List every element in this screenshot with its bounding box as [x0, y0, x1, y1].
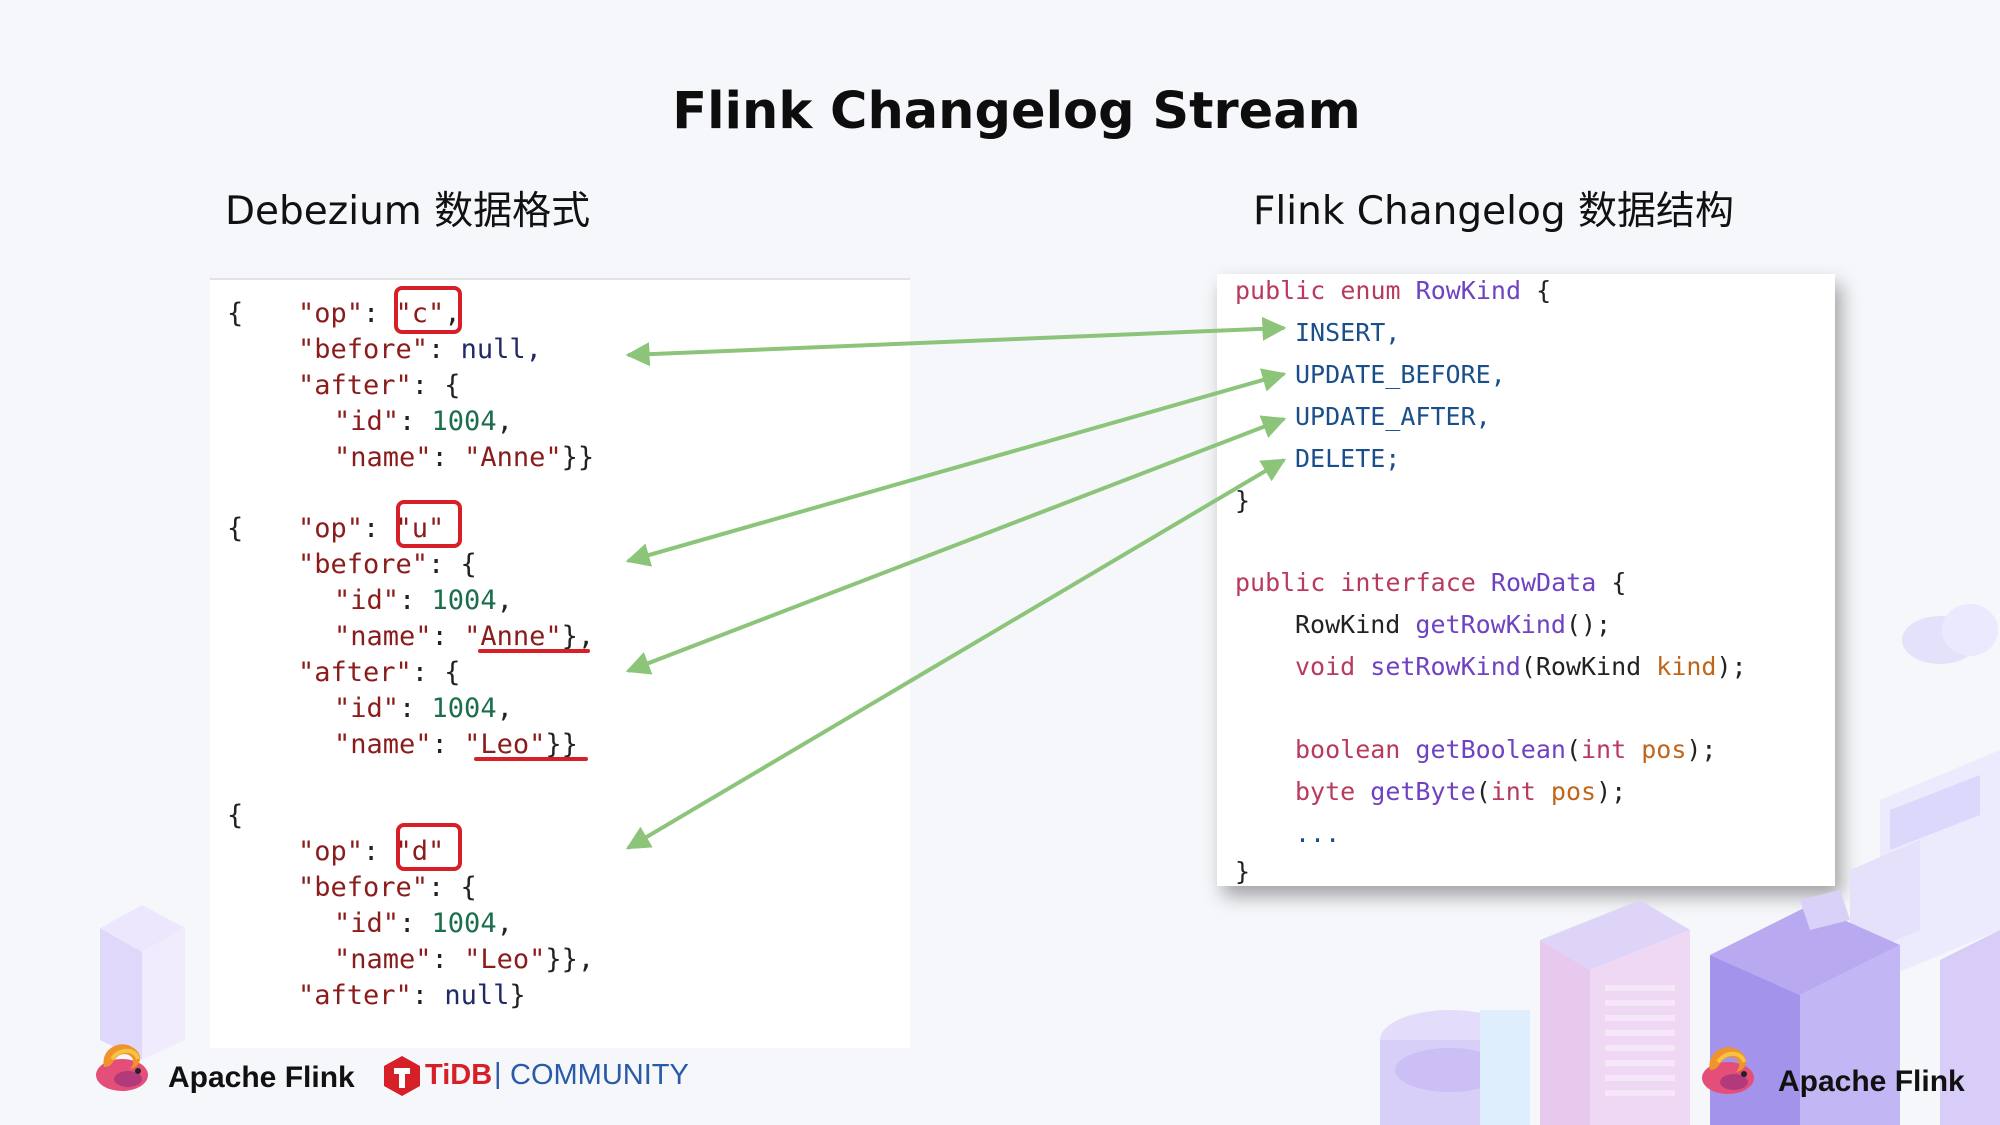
json-line-before-d: "before": {: [298, 872, 477, 903]
json-line-after-name-u: "name": "Leo"}}: [334, 729, 578, 760]
apache-flink-brand-left: Apache Flink: [168, 1061, 355, 1094]
before-name-underline: [478, 649, 590, 653]
tidb-community-label: COMMUNITY: [510, 1059, 689, 1091]
json-brace: {: [227, 513, 244, 544]
json-brace: {: [227, 298, 244, 329]
json-line-name-c: "name": "Anne"}}: [334, 442, 595, 473]
code-method-setrowkind: void setRowKind(RowKind kind);: [1295, 652, 1747, 681]
json-line-op-u: "op": "u": [298, 513, 445, 544]
code-ellipsis: ...: [1295, 819, 1341, 848]
page-title: Flink Changelog Stream: [672, 82, 1361, 141]
json-line-op-c: "op": "c",: [298, 298, 461, 329]
json-line-id-d: "id": 1004,: [334, 908, 513, 939]
json-line-name-d: "name": "Leo"}},: [334, 944, 595, 975]
code-close-brace: }: [1235, 857, 1251, 886]
json-line-before-name-u: "name": "Anne"},: [334, 621, 595, 652]
squirrel-logo-right: [1702, 1047, 1754, 1094]
code-method-getboolean: boolean getBoolean(int pos);: [1295, 735, 1717, 764]
json-line-id-c: "id": 1004,: [334, 406, 513, 437]
op-u-highlight-box: [396, 500, 462, 548]
json-line-before-id-u: "id": 1004,: [334, 585, 513, 616]
code-enum-declaration: public enum RowKind {: [1235, 276, 1552, 305]
tidb-wordmark: TiDB: [425, 1059, 493, 1091]
debezium-json-panel: { "op": "c", "before": null, "after": { …: [210, 278, 910, 1048]
tidb-divider: |: [494, 1058, 502, 1090]
enum-value-update-after: UPDATE_AFTER,: [1295, 402, 1491, 431]
flink-code-panel: public enum RowKind { INSERT, UPDATE_BEF…: [1217, 274, 1835, 886]
json-brace: {: [227, 800, 244, 831]
isometric-city-illustration: [1380, 604, 2000, 1125]
code-method-getrowkind: RowKind getRowKind();: [1295, 610, 1612, 639]
json-line-after-u: "after": {: [298, 657, 461, 688]
json-line-after-c: "after": {: [298, 370, 461, 401]
json-line-after-d: "after": null}: [298, 980, 526, 1011]
decorative-cube: [100, 905, 185, 1060]
code-close-brace: }: [1235, 486, 1251, 515]
tidb-logo-icon: [384, 1056, 420, 1096]
debezium-format-heading: Debezium 数据格式: [225, 189, 591, 234]
enum-value-delete: DELETE;: [1295, 444, 1401, 473]
enum-value-update-before: UPDATE_BEFORE,: [1295, 360, 1506, 389]
enum-value-insert: INSERT,: [1295, 318, 1401, 347]
squirrel-logo-left: [96, 1044, 148, 1091]
json-line-before-c: "before": null,: [298, 334, 542, 365]
code-interface-declaration: public interface RowData {: [1235, 568, 1627, 597]
json-line-before-u: "before": {: [298, 549, 477, 580]
op-c-highlight-box: [394, 286, 462, 334]
json-line-op-d: "op": "d": [298, 836, 445, 867]
code-method-getbyte: byte getByte(int pos);: [1295, 777, 1627, 806]
apache-flink-brand-right: Apache Flink: [1778, 1065, 1965, 1098]
json-line-after-id-u: "id": 1004,: [334, 693, 513, 724]
flink-changelog-heading: Flink Changelog 数据结构: [1253, 189, 1734, 234]
after-name-underline: [474, 757, 588, 761]
op-d-highlight-box: [396, 823, 462, 871]
